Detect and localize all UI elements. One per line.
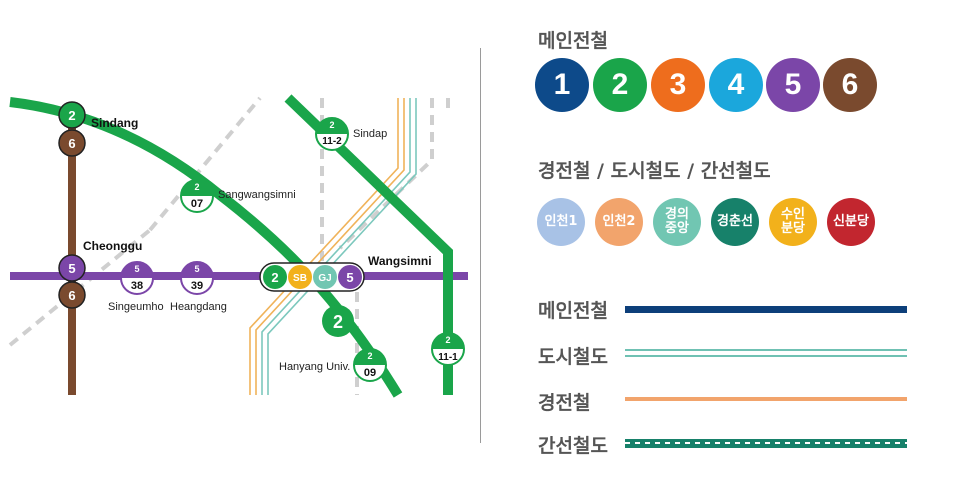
style-label-light: 경전철 [538,392,591,414]
line-1-badge: 1 [535,58,589,112]
line-2-marker: 2 [322,305,354,337]
style-swatch-urban-bottom [625,355,907,357]
style-swatch-urban-top [625,349,907,351]
svg-text:11-1: 11-1 [438,352,458,363]
station-label-singeumho: Singeumho [108,301,164,313]
svg-text:5: 5 [134,264,139,274]
svg-text:5: 5 [194,264,199,274]
svg-text:2: 2 [367,351,372,361]
svg-text:07: 07 [191,198,203,210]
svg-text:5: 5 [68,261,75,276]
svg-text:2: 2 [194,182,199,192]
line-6-badge: 6 [823,58,877,112]
station-label-heangdang: Heangdang [170,301,227,313]
svg-text:2: 2 [445,335,450,345]
incheon2-badge: 인천2 [595,198,643,246]
style-swatch-main [625,306,907,313]
svg-text:6: 6 [68,288,75,303]
station-label-sindang: Sindang [91,116,138,130]
station-label-wangsimni: Wangsimni [368,254,432,268]
legend-main-title: 메인전철 [538,30,608,52]
gyeongchun-badge: 경춘선 [711,198,759,246]
svg-text:2: 2 [68,108,75,123]
line-4-badge: 4 [709,58,763,112]
station-sindang[interactable]: 2 6 Sindang [58,101,138,157]
line-5-badge: 5 [766,58,820,112]
station-label-hanyang: Hanyang Univ. [279,361,350,373]
station-cheonggu[interactable]: 5 6 Cheonggu [58,239,142,309]
station-label-sindap: Sindap [353,128,387,140]
station-wangsimni[interactable]: 2 SB GJ 5 Wangsimni [259,254,432,292]
svg-text:11-2: 11-2 [322,136,342,147]
subway-map: 2 6 Sindang 2 11-2 Sindap 2 07 Sangwangs… [8,94,468,398]
station-sangwangsimni[interactable]: 2 07 Sangwangsimni [180,179,296,213]
style-label-main: 메인전철 [538,300,608,322]
station-heangdang[interactable]: 5 39 Heangdang [170,261,227,313]
station-11-1[interactable]: 2 11-1 [431,332,465,366]
station-hanyang-univ[interactable]: 2 09 Hanyang Univ. [279,348,387,382]
svg-text:2: 2 [271,270,278,285]
svg-text:6: 6 [68,136,75,151]
svg-text:GJ: GJ [318,273,331,284]
commuter-lines [249,98,417,395]
shinbundang-badge: 신분당 [827,198,875,246]
style-swatch-light [625,397,907,401]
station-singeumho[interactable]: 5 38 Singeumho [108,261,164,313]
legend-other-title: 경전철 / 도시철도 / 간선철도 [538,160,771,182]
svg-text:SB: SB [293,273,307,284]
line-2-badge: 2 [593,58,647,112]
svg-text:39: 39 [191,280,203,292]
svg-text:09: 09 [364,367,376,379]
svg-text:2: 2 [329,120,334,130]
svg-text:5: 5 [346,270,353,285]
style-swatch-arterial [625,439,907,448]
incheon1-badge: 인천1 [537,198,585,246]
line-3-badge: 3 [651,58,705,112]
station-label-sangwangsimni: Sangwangsimni [218,189,296,201]
station-sindap[interactable]: 2 11-2 Sindap [315,117,387,151]
svg-text:38: 38 [131,280,143,292]
style-label-urban: 도시철도 [538,346,608,368]
svg-text:2: 2 [333,312,343,332]
style-label-arterial: 간선철도 [538,435,608,457]
panel-divider [480,48,481,443]
station-label-cheonggu: Cheonggu [83,239,142,253]
